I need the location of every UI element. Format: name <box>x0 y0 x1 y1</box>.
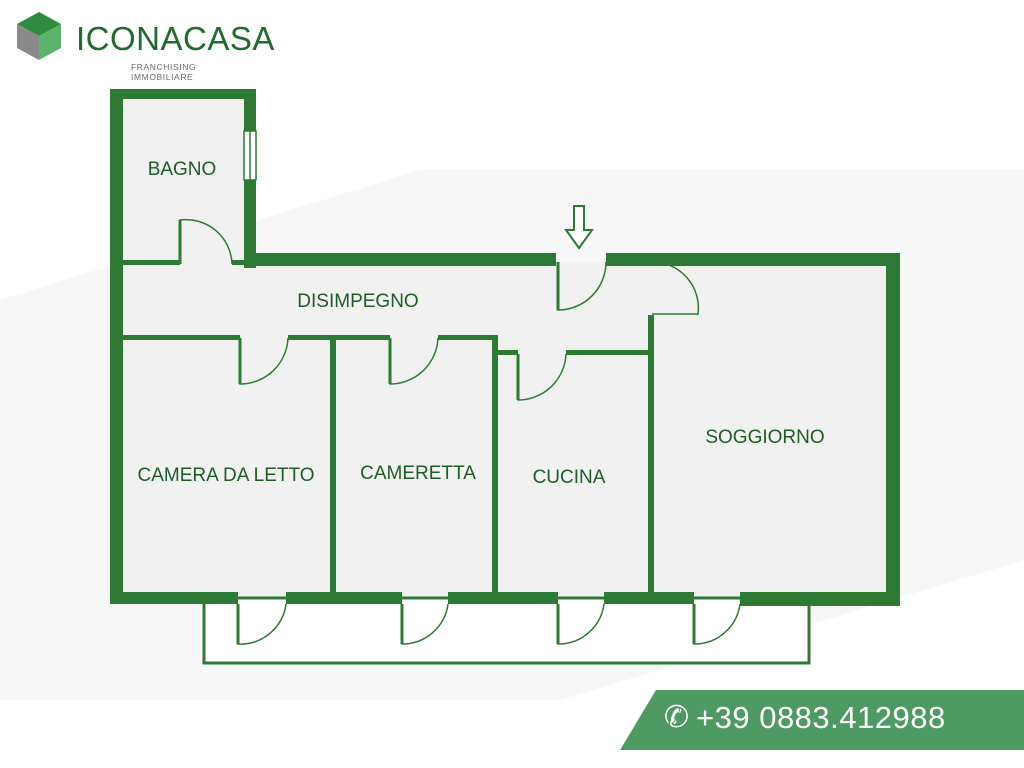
room-label-cameretta: CAMERETTA <box>360 463 476 484</box>
brand-logo: ICONACASA FRANCHISING IMMOBILIARE <box>14 10 274 82</box>
cube-logo-icon <box>17 12 61 60</box>
balcony <box>202 596 811 665</box>
phone-icon: ✆ <box>664 701 690 734</box>
room-label-camera-da-letto: CAMERA DA LETTO <box>137 465 314 486</box>
bagno-window <box>243 130 257 181</box>
contact-band <box>620 690 1024 750</box>
room-label-bagno: BAGNO <box>148 159 217 180</box>
room-label-cucina: CUCINA <box>533 467 606 488</box>
room-label-disimpegno: DISIMPEGNO <box>297 291 418 312</box>
exterior-walls <box>110 89 900 606</box>
contact-phone[interactable]: +39 0883.412988 <box>696 700 946 735</box>
room-label-soggiorno: SOGGIORNO <box>705 427 824 448</box>
interior-walls <box>118 260 654 597</box>
entrance-arrow-icon <box>564 205 594 250</box>
floor-area <box>118 96 894 598</box>
brand-tagline: FRANCHISING IMMOBILIARE <box>131 62 197 82</box>
brand-name: ICONACASA <box>76 20 275 57</box>
door-swings <box>178 218 741 645</box>
